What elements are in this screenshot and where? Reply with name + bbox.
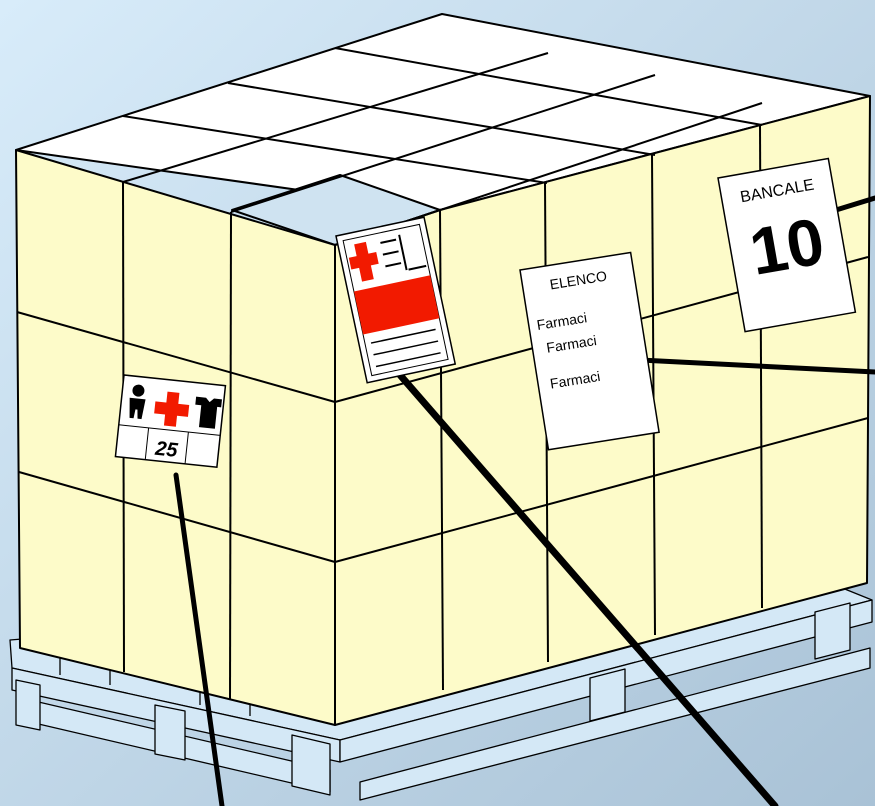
bancale-number: 10 (744, 203, 829, 289)
package-label: 25 (115, 375, 225, 467)
front-vertical-2 (230, 212, 231, 700)
package-label-count: 25 (153, 438, 179, 462)
pallet-block-side-mid (590, 669, 625, 721)
pallet-block-front-right (292, 735, 330, 795)
pallet-block-front-left (16, 680, 40, 730)
pallet-block-front-mid (155, 705, 185, 760)
pallet-block-side-right (815, 603, 850, 659)
